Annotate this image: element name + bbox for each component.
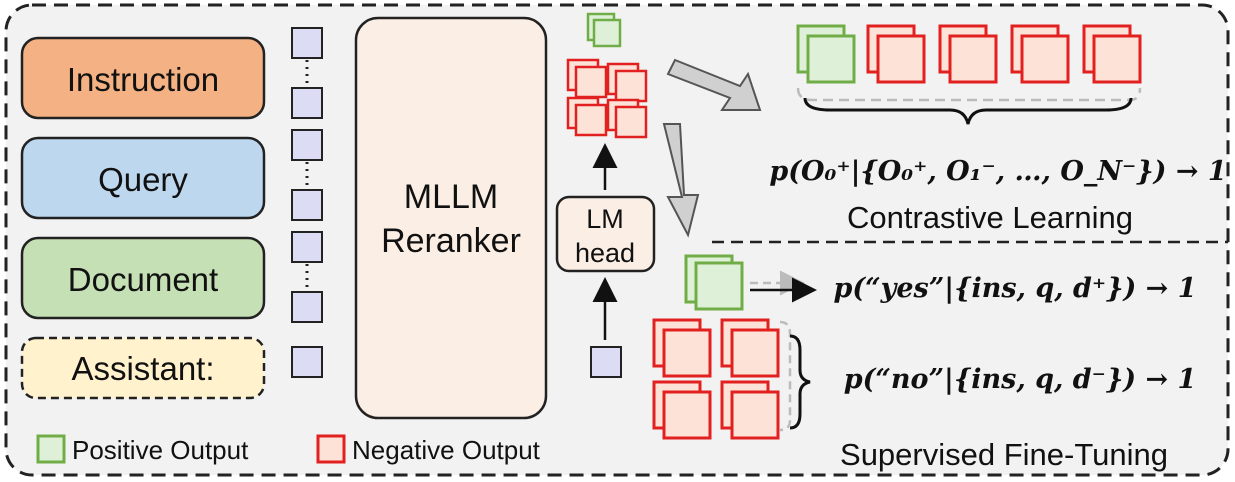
legend-positive-label: Positive Output [72,435,249,465]
assistant-label: Assistant: [71,350,214,387]
output-token [590,346,622,378]
input-query: Query [20,136,266,220]
sft-positive [684,254,744,311]
sft-negatives [652,318,780,440]
contrastive-brace [803,97,1133,125]
sft-bracket-gray [779,320,792,432]
mllm-reranker: MLLM Reranker [354,16,548,420]
legend: Positive Output Negative Output [36,434,541,465]
contrastive-negatives [866,24,1142,84]
arrow-to-contrastive [666,58,762,111]
lm-head: LM head [555,195,656,273]
model-label-line1: MLLM [404,178,498,216]
arrow-to-sft [662,123,700,238]
contrastive-title: Contrastive Learning [847,200,1133,235]
output-negative-grid [566,58,648,139]
model-label-line2: Reranker [381,222,521,260]
instruction-label: Instruction [67,61,219,98]
contrastive-positive [796,24,856,84]
lm-head-line2: head [575,238,635,268]
sft-formula-no: p(“no”|{ins, q, d⁻}) → 1 [844,364,1197,395]
query-label: Query [98,161,188,198]
input-assistant: Assistant: [20,336,266,400]
output-positive-small [586,12,622,48]
sft-title: Supervised Fine-Tuning [840,437,1168,472]
input-document: Document [20,236,266,320]
contrastive-group-bracket-gray [796,87,1142,102]
legend-positive-swatch [36,434,66,464]
legend-negative-swatch [316,434,346,464]
sft-brace [789,334,811,430]
legend-negative-label: Negative Output [352,435,541,465]
document-label: Document [68,261,218,298]
input-instruction: Instruction [20,36,266,120]
token-column [291,27,323,378]
lm-head-line1: LM [586,204,624,234]
contrastive-formula: p(O₀⁺|{O₀⁺, O₁⁻, …, O_N⁻}) → 1 [769,156,1226,187]
sft-formula-yes: p(“yes”|{ins, q, d⁺}) → 1 [833,273,1196,304]
